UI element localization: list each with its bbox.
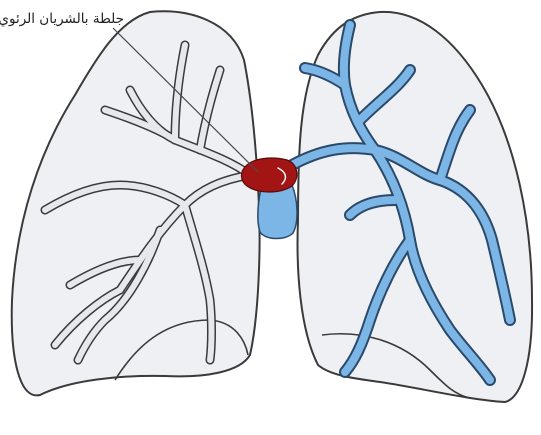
pulmonary-trunk	[258, 185, 297, 239]
clot-label: جلطة بالشريان الرئوي	[0, 10, 124, 28]
